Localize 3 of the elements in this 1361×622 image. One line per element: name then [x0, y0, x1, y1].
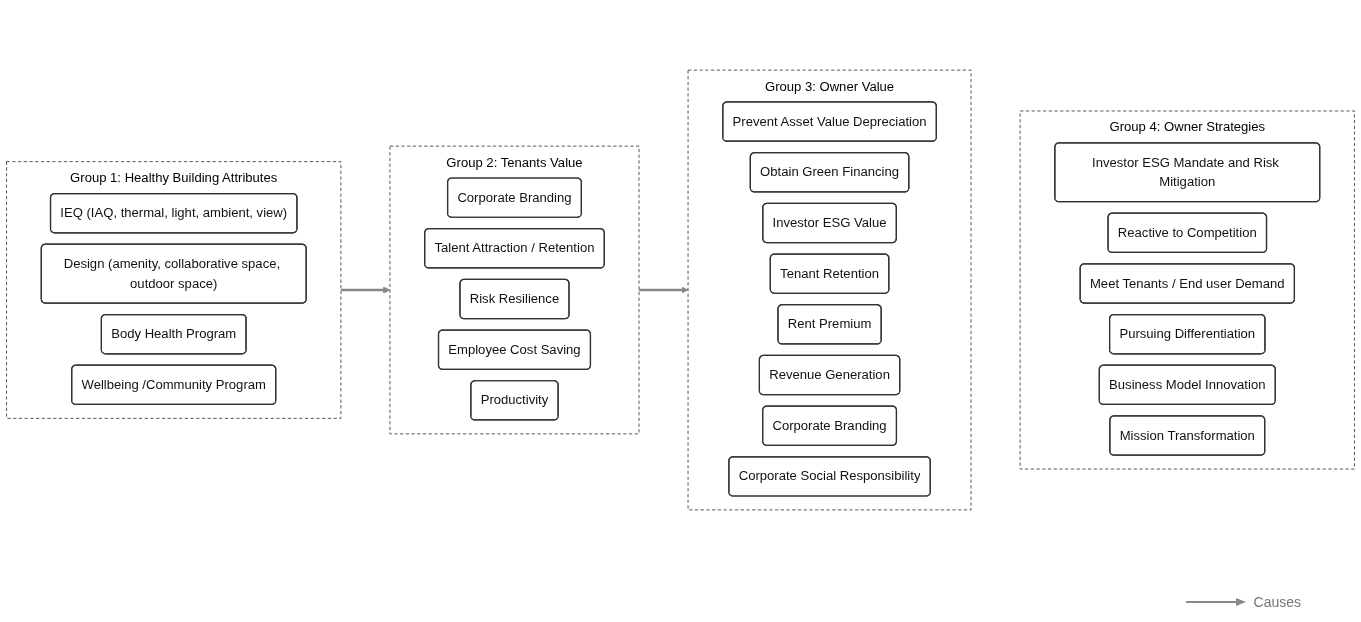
arrow [639, 286, 689, 294]
legend-label: Causes [1253, 594, 1301, 610]
arrow [340, 286, 391, 294]
